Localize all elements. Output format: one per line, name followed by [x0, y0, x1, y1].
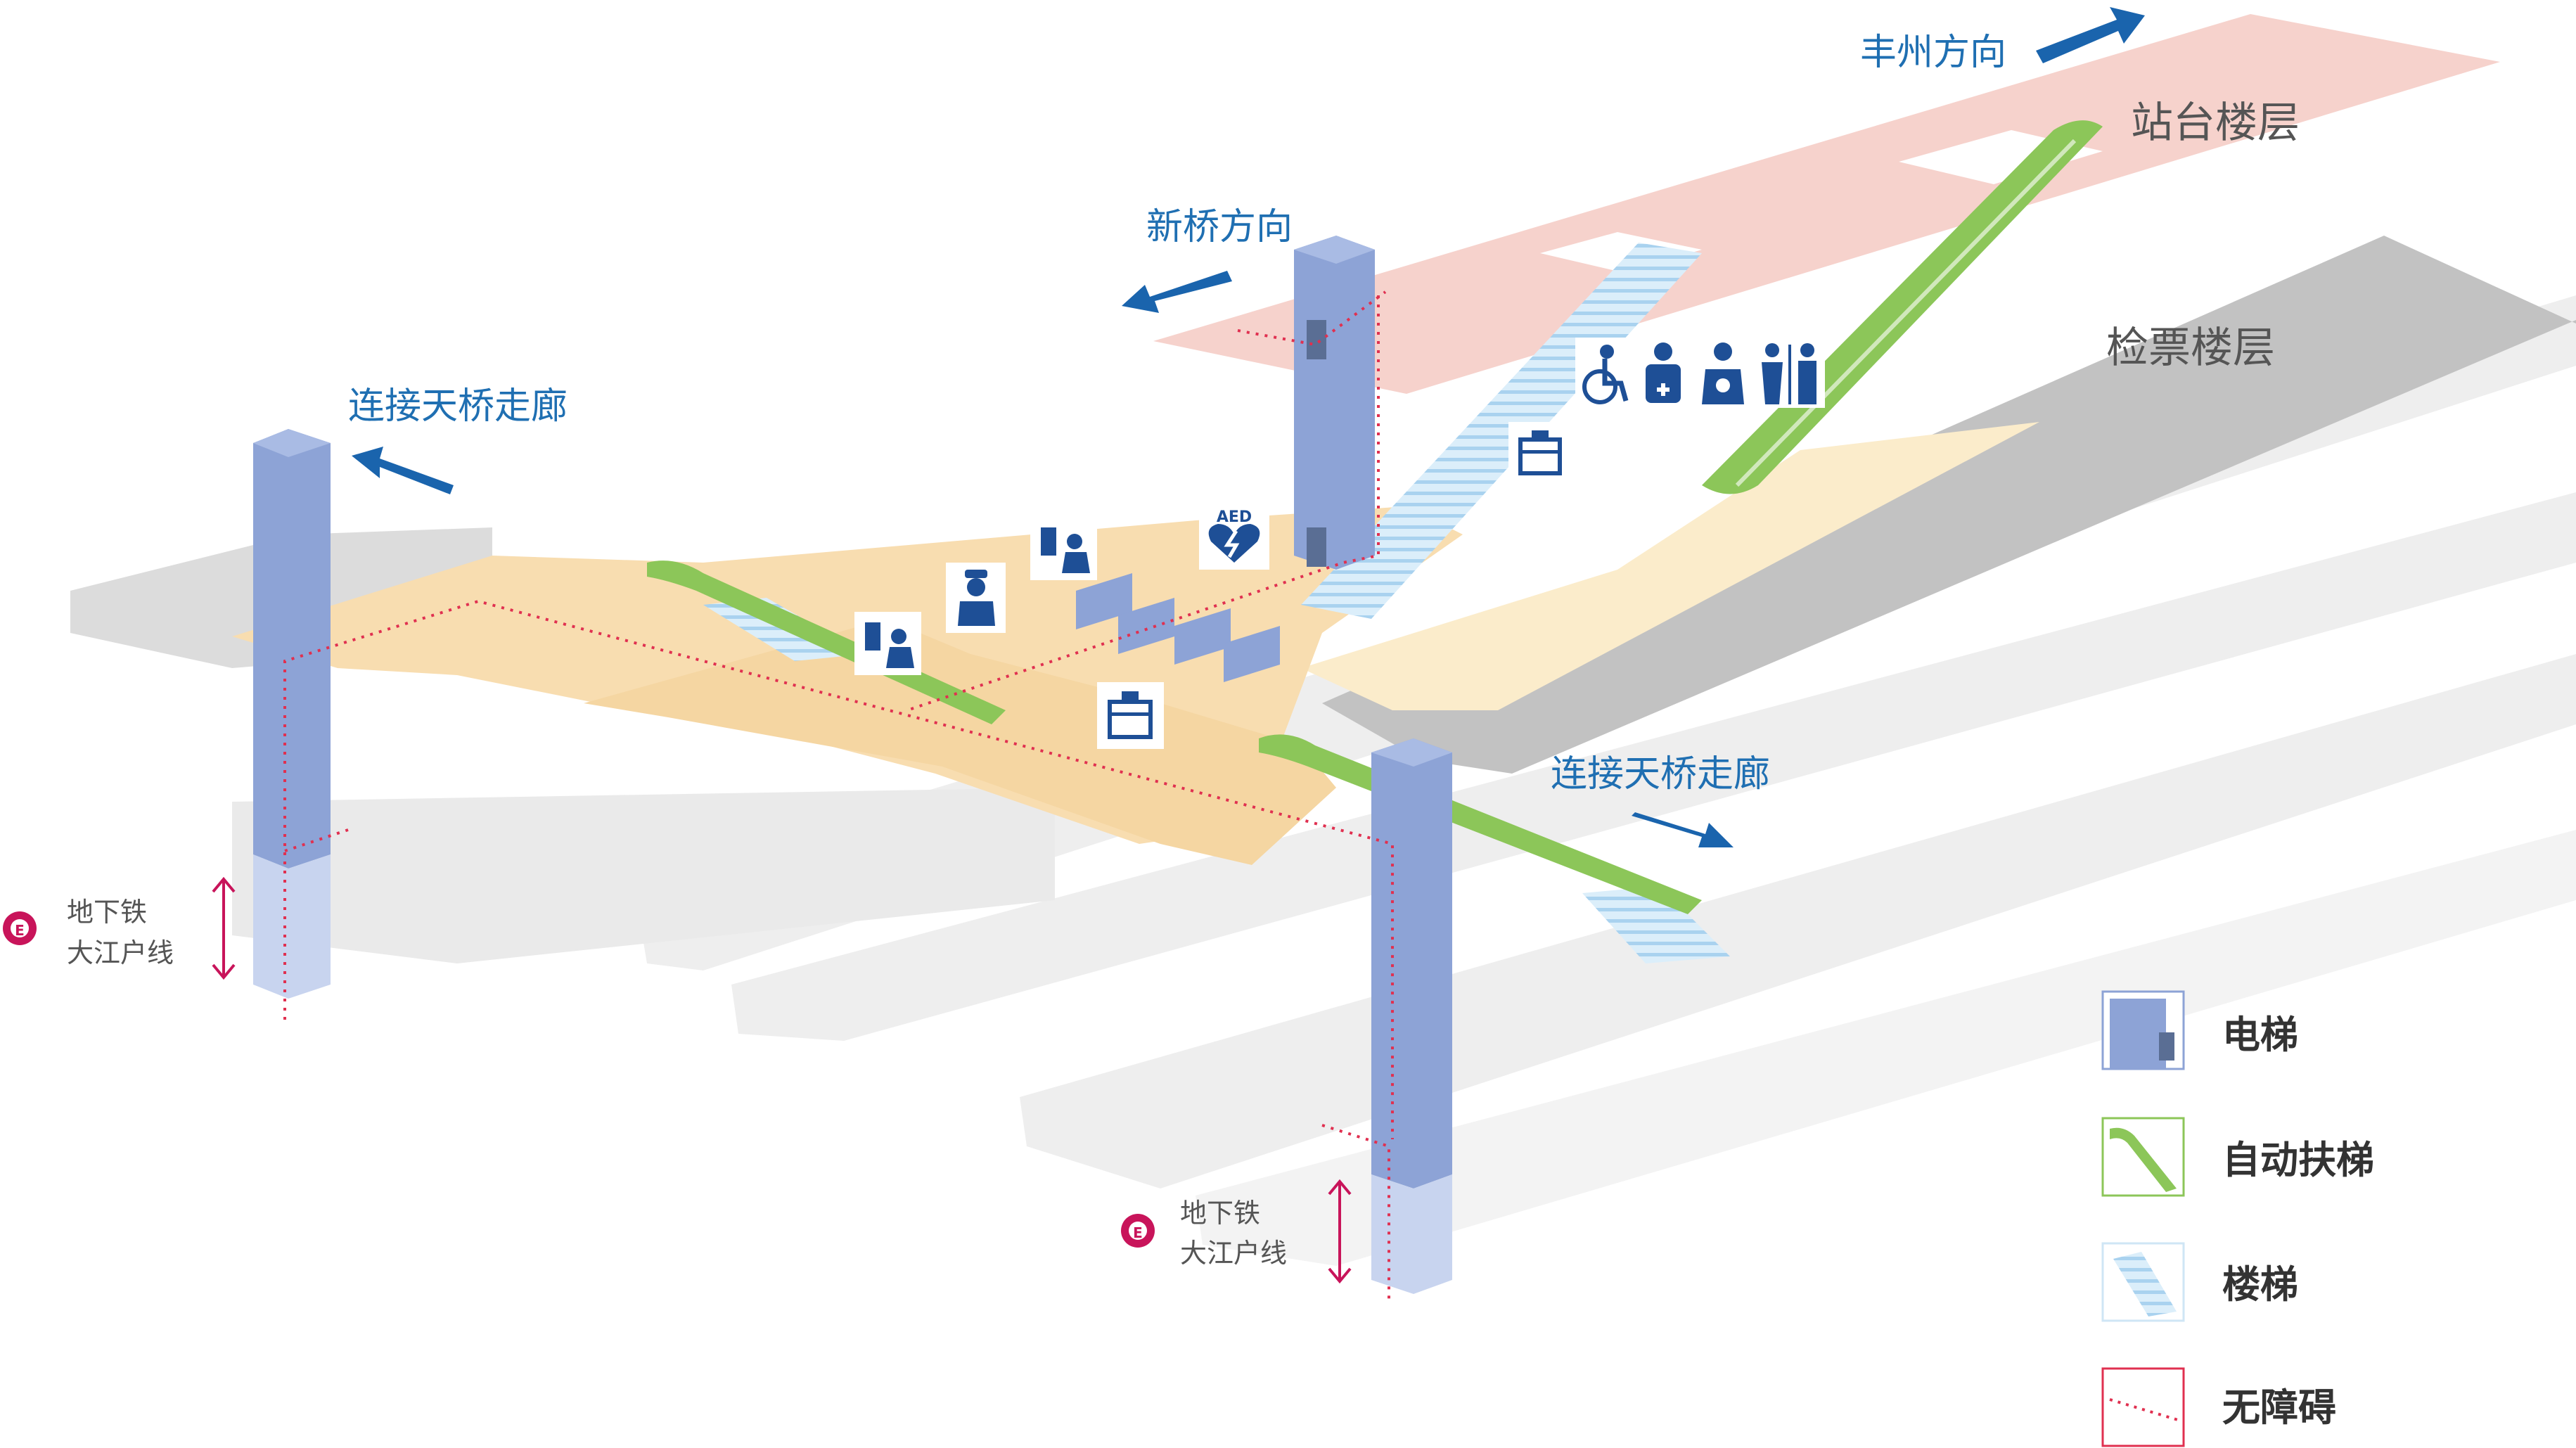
stairs-main — [1301, 243, 1702, 619]
concourse — [232, 422, 2039, 865]
escalator-right — [1259, 734, 1702, 914]
subway-line-label: 地下铁 — [1180, 1198, 1260, 1229]
legend-item-elevator: 电梯 — [2101, 990, 2298, 1070]
coin-locker-icon — [1097, 682, 1164, 749]
restroom-icon — [1755, 338, 1825, 408]
subway-line-name: 大江户线 — [67, 937, 174, 968]
aed-label: AED — [1217, 508, 1252, 526]
legend-item-stairs: 楼梯 — [2101, 1242, 2298, 1322]
barrier-free-route-icon — [2101, 1367, 2185, 1447]
aed-icon: AED — [1199, 499, 1269, 570]
legend-label-elevator: 电梯 — [2222, 1013, 2298, 1057]
subway-connection-right: E 地下铁 大江户线 — [1121, 1179, 1352, 1284]
bridge-left-label: 连接天桥走廊 — [348, 385, 568, 428]
ostomate-icon — [1635, 338, 1691, 408]
map-labels: 丰州方向 新桥方向 站台楼层 检票楼层 连接天桥走廊 连接天桥走廊 — [348, 32, 2300, 795]
arrow-toyosu-icon — [2036, 7, 2145, 63]
barrier-free-route — [283, 290, 1394, 1301]
arrow-shimbashi-icon — [1122, 271, 1232, 313]
stairs-right — [1582, 886, 1730, 963]
legend-item-barrier-free: 无障碍 — [2101, 1367, 2336, 1447]
station-staff-icon — [946, 563, 1006, 633]
shimbashi-direction-label: 新桥方向 — [1146, 206, 1293, 248]
ticket-floor-slab — [1322, 236, 2576, 774]
ticket-floor-label: 检票楼层 — [2106, 323, 2275, 373]
subway-badge-letter: E — [1133, 1224, 1143, 1241]
baby-changing-icon — [1695, 338, 1751, 408]
ticket-gates — [1076, 573, 1280, 682]
facility-icons: AED — [854, 338, 1825, 749]
coin-locker-icon — [1508, 422, 1572, 485]
toyosu-direction-label: 丰州方向 — [1860, 32, 2006, 74]
legend-label-barrier-free: 无障碍 — [2222, 1385, 2336, 1430]
legend-item-escalator: 自动扶梯 — [2101, 1117, 2374, 1197]
wheelchair-icon — [1575, 338, 1632, 408]
platform-floor-label: 站台楼层 — [2131, 98, 2300, 148]
subway-connection-left: E 地下铁 大江户线 — [3, 876, 236, 980]
legend-label-stairs: 楼梯 — [2222, 1262, 2298, 1307]
elevator-left — [253, 429, 331, 999]
arrow-bridge-right-icon — [1632, 812, 1734, 847]
escalator-left — [647, 560, 1006, 724]
bridge-right-label: 连接天桥走廊 — [1551, 753, 1770, 795]
elevator-right — [1371, 738, 1452, 1294]
legend-label-escalator: 自动扶梯 — [2222, 1138, 2374, 1182]
subway-line-label: 地下铁 — [67, 897, 147, 928]
arrow-bridge-left-icon — [352, 447, 454, 494]
ticket-machine-icon — [854, 612, 921, 675]
ticket-machine-icon — [1030, 517, 1097, 580]
subway-line-name: 大江户线 — [1180, 1238, 1287, 1269]
legend: 电梯 自动扶梯 楼梯 无障碍 — [2101, 990, 2374, 1447]
elevator-center — [1294, 236, 1375, 570]
subway-badge-letter: E — [15, 922, 25, 939]
lower-gray-level — [232, 788, 1055, 963]
direction-arrows — [352, 7, 2145, 847]
